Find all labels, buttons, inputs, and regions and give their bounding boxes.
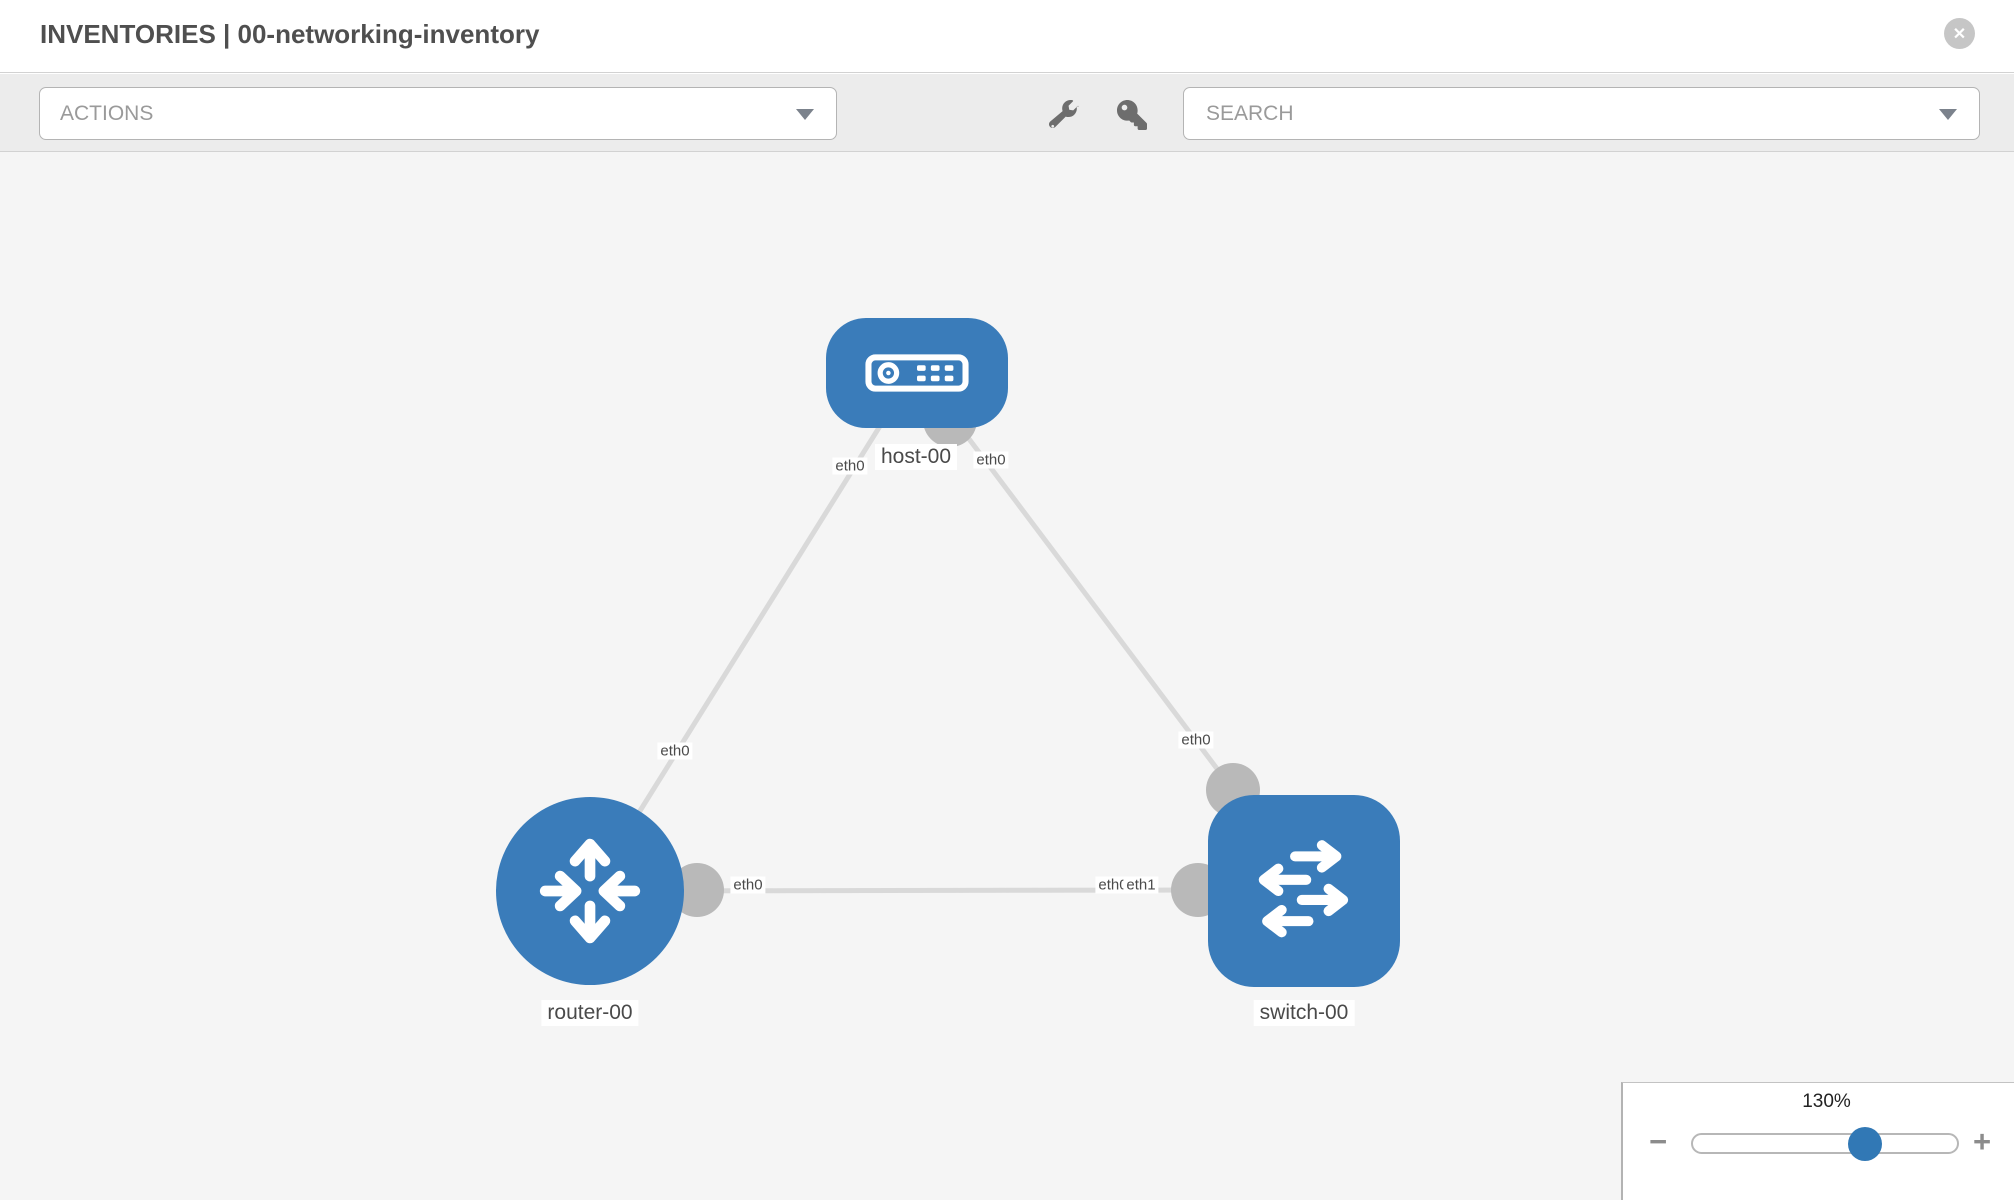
interface-label-pair: eth0 eth1	[1095, 876, 1159, 894]
node-label-switch: switch-00	[1253, 1000, 1355, 1026]
node-switch-00[interactable]	[1208, 795, 1400, 987]
interface-label: eth0	[1178, 731, 1214, 749]
wrench-icon	[1049, 100, 1079, 128]
zoom-in-button[interactable]: +	[1973, 1123, 1991, 1161]
header: INVENTORIES | 00-networking-inventory ✕	[0, 0, 2014, 73]
node-router-00[interactable]	[496, 797, 684, 985]
zoom-panel: 130% − +	[1621, 1082, 2014, 1200]
zoom-slider-track[interactable]	[1691, 1133, 1959, 1154]
topology-canvas[interactable]: host-00 router-00 switch-00 eth0 eth0 et…	[0, 152, 2014, 1200]
interface-label: eth0	[730, 876, 766, 894]
page-title: INVENTORIES | 00-networking-inventory	[40, 19, 540, 49]
key-icon	[1117, 100, 1147, 130]
chevron-down-icon	[1939, 108, 1957, 120]
link-router-host[interactable]	[587, 400, 898, 893]
interface-label: eth0	[832, 457, 868, 475]
connector-dot-router[interactable]	[670, 863, 724, 917]
zoom-level: 130%	[1802, 1091, 1851, 1112]
router-icon	[539, 838, 641, 944]
minus-icon: −	[1649, 1124, 1668, 1159]
links-layer	[587, 393, 1260, 917]
credentials-button[interactable]	[1115, 98, 1149, 132]
toolbar: ACTIONS	[0, 74, 2014, 152]
host-icon	[865, 354, 969, 392]
zoom-out-button[interactable]: −	[1649, 1123, 1667, 1161]
switch-icon	[1258, 840, 1349, 938]
zoom-slider-handle[interactable]	[1848, 1127, 1882, 1161]
search-dropdown[interactable]	[1183, 87, 1980, 140]
search-input[interactable]	[1204, 100, 1923, 127]
interface-label: eth0	[1095, 876, 1125, 894]
close-icon: ✕	[1952, 25, 1967, 43]
link-host-switch[interactable]	[943, 405, 1235, 792]
interface-label: eth0	[657, 742, 693, 760]
node-host-00[interactable]	[826, 318, 1008, 428]
interface-label: eth0	[973, 451, 1009, 469]
close-button[interactable]: ✕	[1944, 18, 1975, 49]
chevron-down-icon	[796, 108, 814, 120]
node-label-host: host-00	[874, 444, 958, 470]
actions-dropdown[interactable]: ACTIONS	[39, 87, 837, 140]
plus-icon: +	[1973, 1124, 1992, 1159]
configure-button[interactable]	[1047, 98, 1081, 132]
interface-label: eth1	[1123, 876, 1159, 894]
node-label-router: router-00	[541, 1000, 639, 1026]
actions-dropdown-label: ACTIONS	[60, 101, 154, 125]
